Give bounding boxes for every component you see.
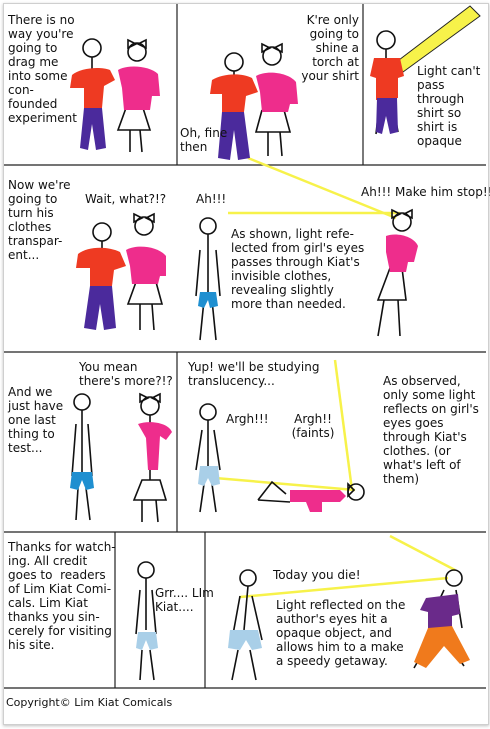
panel5-speech-ah: Ah!!!	[196, 192, 227, 206]
light-beams	[214, 156, 456, 599]
panel4-speech-left: Now we're going to turn his clothes tran…	[8, 178, 71, 262]
panel2-clothes	[210, 72, 298, 160]
panel10-speech-die: Today you die!	[273, 568, 361, 582]
panel2-speech-bottom: Oh, fine then	[180, 126, 228, 154]
panel9-character	[135, 561, 157, 681]
panel-borders	[4, 4, 486, 689]
panel2-characters	[224, 42, 292, 157]
panel10-clothes	[228, 594, 470, 668]
panel7-speech-yup: Yup! we'll be studying translucency...	[188, 360, 320, 388]
panel10-caption: Light reflected on the author's eyes hit…	[276, 598, 406, 668]
panel5-clothes	[198, 234, 418, 308]
panel9-shorts	[136, 632, 158, 650]
panel7-characters	[195, 403, 365, 513]
copyright-text: Copyright© Lim Kiat Comicals	[6, 696, 173, 709]
panel1-clothes	[70, 66, 160, 150]
panel7-speech-argh2: Argh!! (faints)	[291, 412, 335, 440]
panel4-characters	[92, 212, 164, 331]
panel7-caption: As observed, only some light reflects on…	[383, 374, 479, 486]
panel6-speech-left: And we just have one last thing to test.…	[8, 385, 64, 455]
panel1-speech: There is no way you're going to drag me …	[8, 13, 77, 125]
panel4-speech-wait: Wait, what?!?	[85, 192, 167, 206]
panel6-clothes	[70, 422, 172, 490]
panel8-caption: Thanks for watch- ing. All credit goes t…	[8, 540, 116, 652]
panel4-clothes	[76, 246, 166, 330]
panel5-caption: As shown, light refe- lected from girl's…	[231, 227, 365, 311]
panel9-speech: Grr.... LIm Kiat....	[155, 586, 214, 614]
panel3-clothes	[370, 58, 404, 134]
panel6-speech-more: You mean there's more?!?	[79, 360, 173, 388]
panel5-characters	[195, 208, 413, 341]
panel2-speech-top: K're only going to shine a torch at your…	[301, 13, 359, 83]
panel7-clothes	[198, 466, 346, 512]
panel3-caption: Light can't pass through shirt so shirt …	[417, 64, 481, 148]
panel5-speech-make-stop: Ah!!! Make him stop!!	[361, 185, 490, 199]
torch-beam-panel3	[394, 5, 481, 73]
panel7-speech-argh1: Argh!!!	[226, 412, 269, 426]
